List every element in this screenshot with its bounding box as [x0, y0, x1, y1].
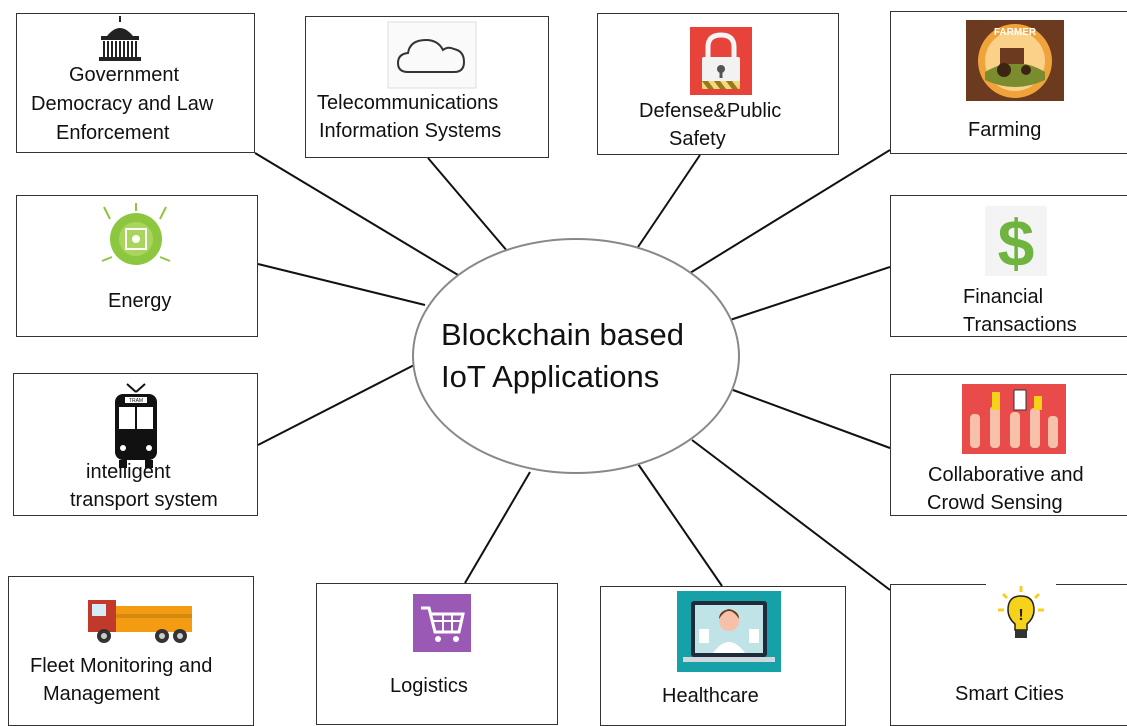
transport-label-2: transport system	[70, 486, 218, 514]
connector-farming	[689, 149, 891, 274]
box-logistics	[316, 583, 558, 725]
government-label: Government	[68, 61, 179, 89]
healthcare-label: Healthcare	[662, 682, 759, 710]
defense-label-line2: Safety	[669, 128, 726, 150]
financial-label-line2: Transactions	[963, 314, 1077, 336]
healthcare-label-line1: Healthcare	[662, 685, 759, 707]
telecom-label: Telecommunications Information Systems	[317, 89, 501, 145]
connector-financial	[729, 266, 891, 321]
logistics-label: Logistics	[390, 672, 468, 700]
energy-label-line1: Energy	[108, 290, 172, 312]
connector-smart-cities	[691, 439, 891, 591]
financial-label: Financial Transactions	[963, 283, 1077, 339]
financial-label-line1: Financial	[963, 286, 1044, 308]
connector-transport	[257, 362, 419, 446]
defense-label: Defense&Public Safety	[639, 97, 781, 153]
government-label-2: Democracy and Law	[31, 90, 213, 118]
smart-cities-label-line1: Smart Cities	[955, 683, 1064, 705]
government-label-line3: Enforcement	[56, 122, 170, 144]
collaborative-label: Collaborative and Crowd Sensing	[927, 461, 1084, 517]
farming-label-line1: Farming	[968, 119, 1042, 141]
government-label-line2: Democracy and Law	[31, 93, 214, 115]
telecom-label-line2: Information Systems	[319, 120, 502, 142]
government-label-3: Enforcement	[56, 119, 169, 147]
telecom-label-line1: Telecommunications	[317, 92, 499, 114]
center-title: Blockchain based IoT Applications	[441, 314, 684, 398]
connector-collaborative	[732, 389, 891, 449]
farming-label: Farming	[968, 116, 1041, 144]
energy-label: Energy	[108, 287, 171, 315]
connector-healthcare	[635, 460, 723, 587]
government-label-line1: Government	[69, 64, 180, 86]
transport-label: intelligent	[86, 458, 171, 486]
fleet-label-line2: Management	[43, 683, 160, 705]
connector-logistics	[464, 471, 531, 584]
fleet-label: Fleet Monitoring and Management	[30, 652, 212, 708]
collaborative-label-line2: Crowd Sensing	[927, 492, 1063, 514]
collaborative-label-line1: Collaborative and	[928, 464, 1084, 486]
connector-government	[254, 152, 459, 276]
center-title-line1: Blockchain based	[441, 317, 684, 352]
transport-label-line2: transport system	[70, 489, 218, 511]
connector-energy	[257, 263, 426, 306]
transport-label-line1: intelligent	[86, 461, 171, 483]
smart-cities-label: Smart Cities	[955, 680, 1064, 708]
connector-telecom	[427, 157, 509, 253]
logistics-label-line1: Logistics	[390, 675, 468, 697]
defense-label-line1: Defense&Public	[639, 100, 782, 122]
box-energy	[16, 195, 258, 337]
center-title-line2: IoT Applications	[441, 359, 660, 394]
connector-defense	[635, 154, 701, 251]
fleet-label-line1: Fleet Monitoring and	[30, 655, 213, 677]
